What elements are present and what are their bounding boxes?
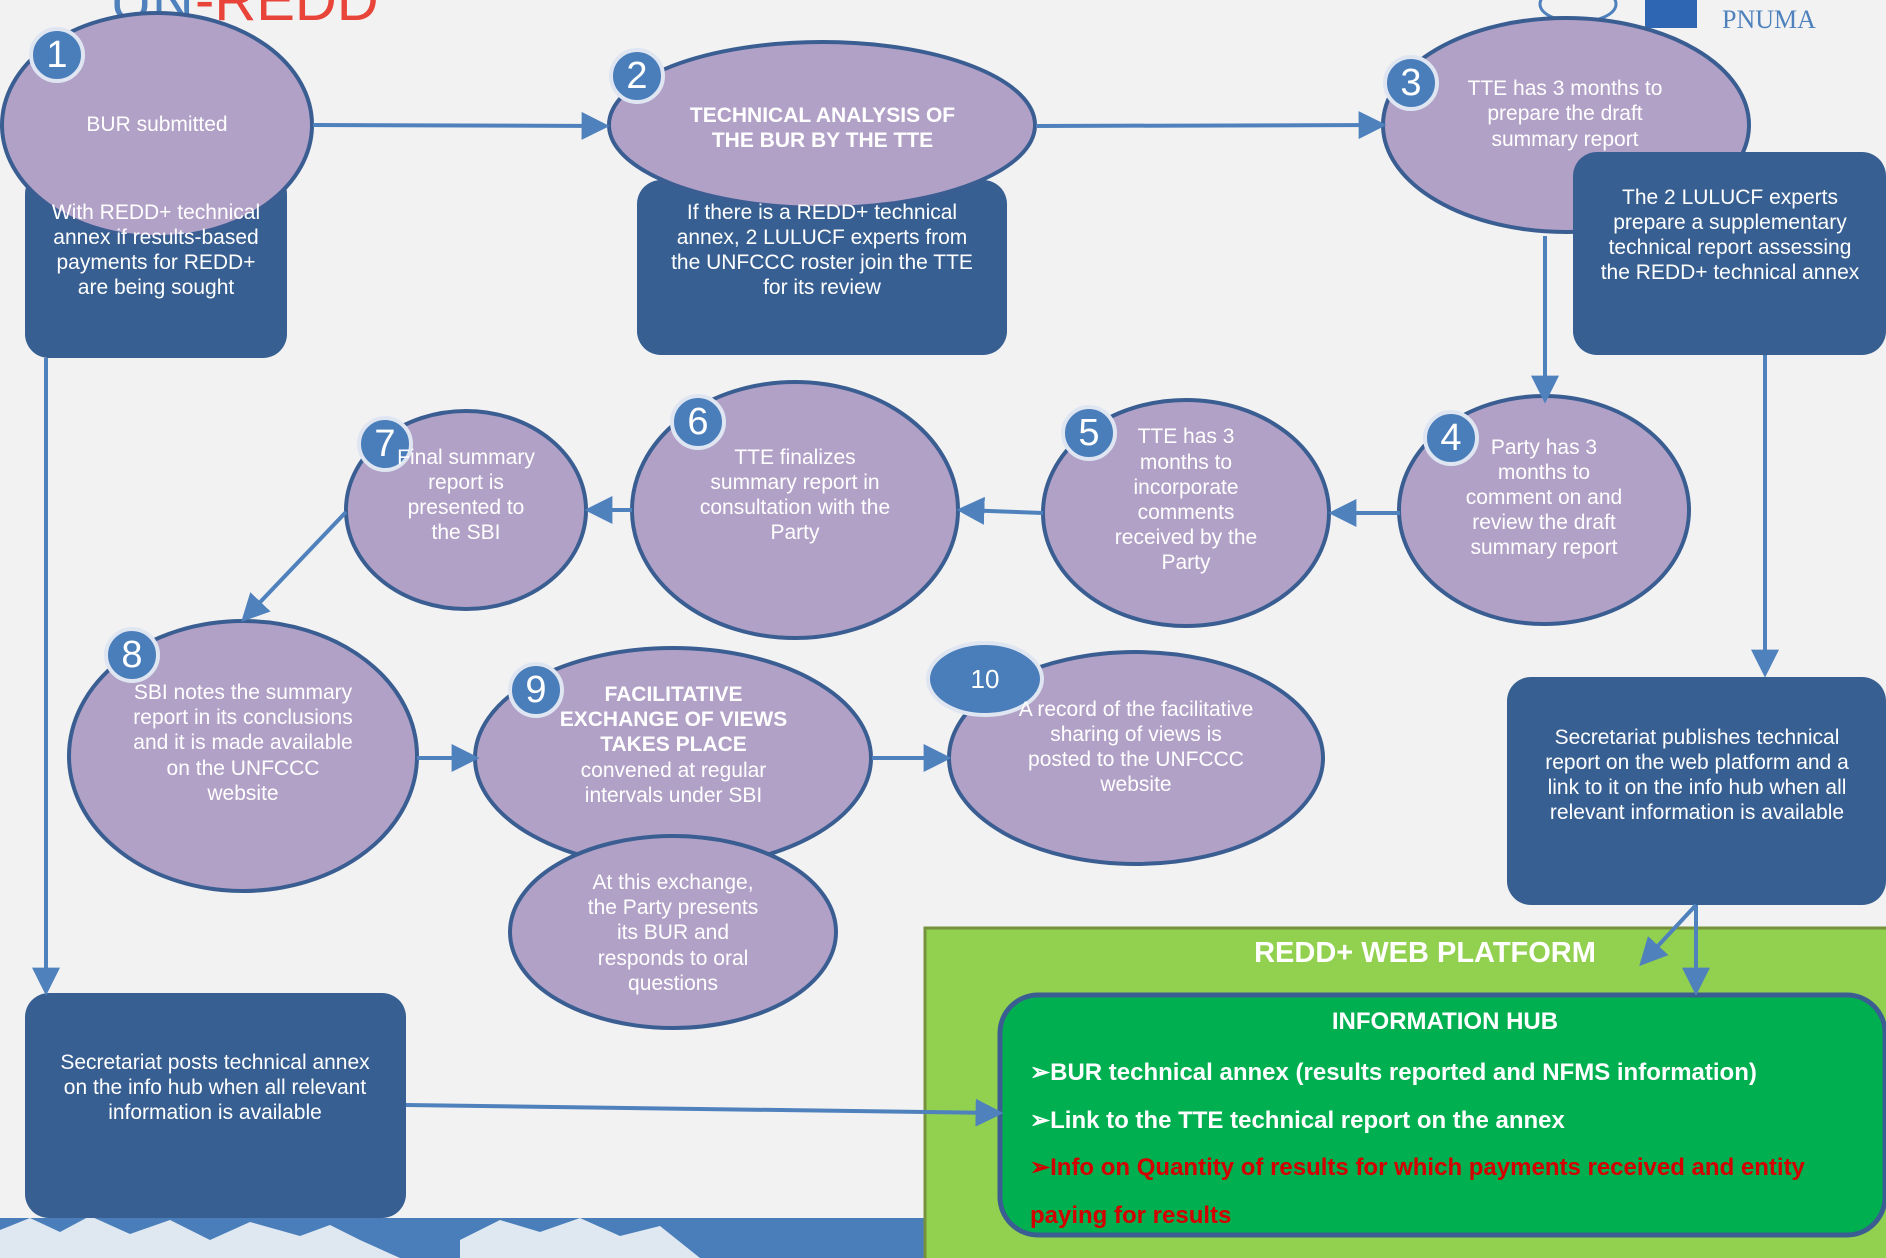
badge-1 — [29, 27, 85, 83]
step-7-number: 7 — [374, 422, 396, 465]
step-2-label: TECHNICAL ANALYSIS OF THE BUR BY THE TTE — [689, 103, 956, 152]
step-8-number: 8 — [121, 633, 143, 676]
information-hub-title: INFORMATION HUB — [1331, 1008, 1559, 1035]
badge-10 — [926, 641, 1044, 717]
step-4-number: 4 — [1440, 416, 1462, 459]
box-lulucf-join — [637, 180, 1007, 355]
step-6-label: TTE finalizes summary report in consulta… — [699, 445, 891, 545]
undp-logo-icon — [1645, 0, 1697, 28]
box-secretariat-publishes — [1507, 677, 1886, 905]
arrow-publish-to-platform — [1639, 903, 1698, 967]
step-5-number: 5 — [1078, 411, 1100, 454]
badge-4 — [1423, 410, 1479, 466]
step-9-number: 9 — [525, 668, 547, 711]
step-9-exchange-label: At this exchange, the Party presents its… — [587, 871, 759, 995]
bullet-arrow-icon: ➢ — [1030, 1059, 1051, 1086]
step-7-label: Final summary report is presented to the… — [397, 445, 535, 545]
step-5-label: TTE has 3 months to incorporate comments… — [1114, 425, 1258, 575]
hub-item-payments-info: ➢Info on Quantity of results for which p… — [1030, 1154, 1805, 1229]
box-redd-annex-label: With REDD+ technical annex if results-ba… — [51, 200, 261, 300]
bottom-decoration — [0, 1216, 925, 1258]
arrow-7-to-8 — [241, 510, 348, 623]
badge-7 — [357, 416, 413, 472]
header-logos: UN -REDD PNUMA — [110, 0, 1816, 34]
box-supplementary-report — [1573, 152, 1886, 355]
arrow-5-to-6 — [956, 496, 1044, 525]
step-9-exchange-ellipse — [508, 834, 838, 1030]
badge-3 — [1383, 55, 1439, 111]
pnuma-logo-text: PNUMA — [1722, 5, 1816, 34]
step-9-label-normal: convened at regular intervals under SBI — [580, 758, 767, 807]
hub-item-tte-report-link: ➢Link to the TTE technical report on the… — [1030, 1107, 1565, 1134]
step-6-number: 6 — [687, 400, 709, 443]
badge-9 — [508, 662, 564, 718]
step-1-label: BUR submitted — [86, 113, 228, 137]
step-9-label-bold: FACILITATIVE EXCHANGE OF VIEWS TAKES PLA… — [559, 683, 788, 757]
box-secretariat-posts-label: Secretariat posts technical annex on the… — [60, 1050, 370, 1125]
arrow-2-to-3 — [1035, 111, 1387, 140]
badge-6 — [670, 394, 726, 450]
bullet-arrow-icon: ➢ — [1030, 1154, 1051, 1181]
step-8-label: SBI notes the summary report in its conc… — [133, 681, 353, 805]
hub-item-bur-annex: ➢BUR technical annex (results reported a… — [1030, 1059, 1757, 1086]
arrow-posts-to-hub — [405, 1098, 1004, 1127]
step-10-number: 10 — [970, 663, 1000, 694]
box-lulucf-join-label: If there is a REDD+ technical annex, 2 L… — [671, 200, 973, 300]
step-1-number: 1 — [46, 33, 68, 76]
bullet-arrow-icon: ➢ — [1030, 1107, 1051, 1134]
box-secretariat-publishes-label: Secretariat publishes technical report o… — [1545, 725, 1849, 825]
box-secretariat-posts — [25, 993, 406, 1218]
step-10-label: A record of the facilitative sharing of … — [1018, 697, 1254, 797]
step-4-label: Party has 3 months to comment on and rev… — [1465, 435, 1623, 560]
step-2-number: 2 — [626, 54, 648, 97]
arrow-1-to-2 — [312, 111, 610, 140]
step-9-label: FACILITATIVE EXCHANGE OF VIEWS TAKES PLA… — [555, 670, 792, 820]
box-supplementary-report-label: The 2 LULUCF experts prepare a supplemen… — [1600, 185, 1860, 285]
badge-8 — [104, 627, 160, 683]
step-3-number: 3 — [1400, 61, 1422, 104]
step-3-label: TTE has 3 months to prepare the draft su… — [1467, 77, 1663, 151]
platform-title: REDD+ WEB PLATFORM — [1254, 937, 1596, 969]
badge-2 — [609, 48, 665, 104]
badge-5 — [1061, 405, 1117, 461]
